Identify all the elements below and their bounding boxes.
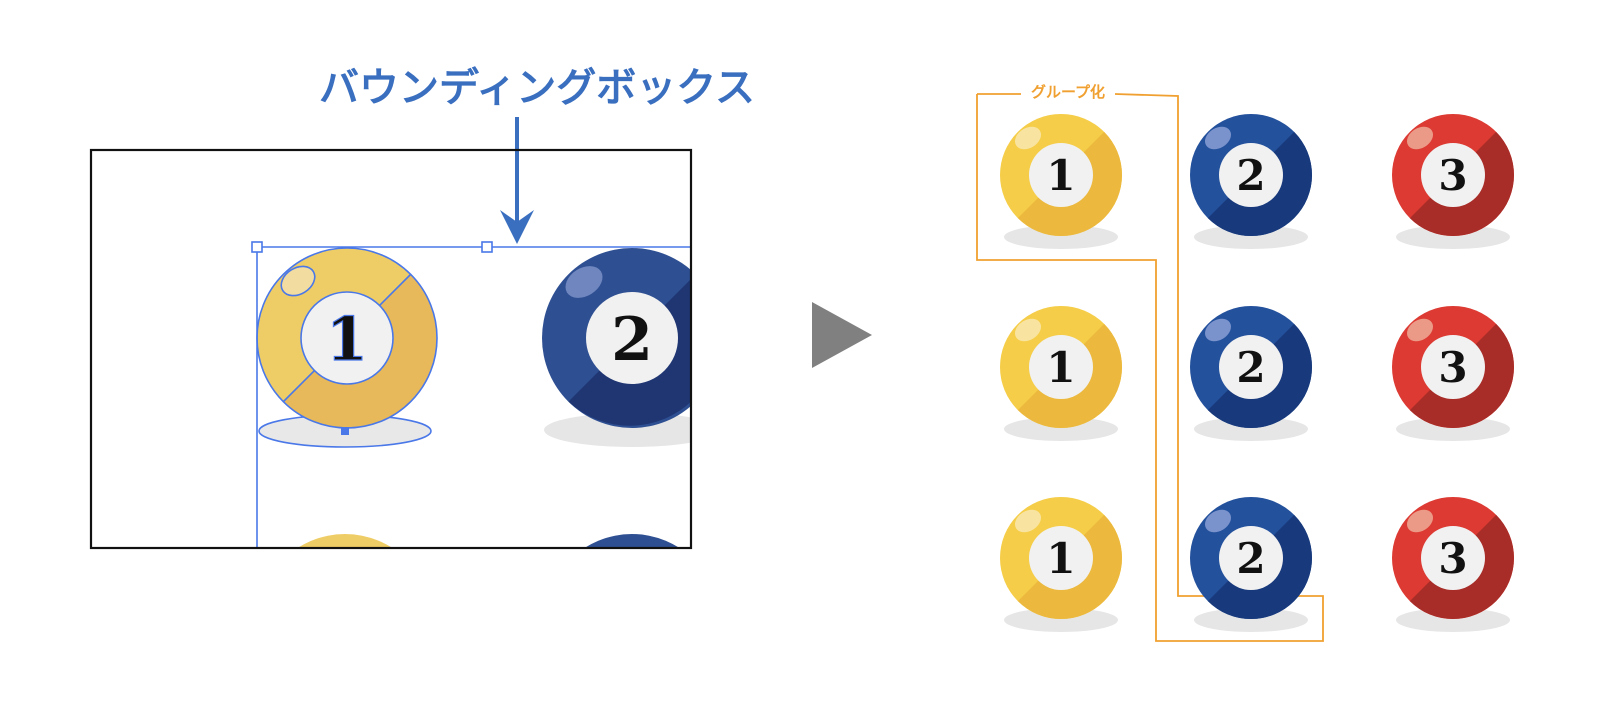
ball-shadow bbox=[1194, 417, 1308, 441]
ball-highlight bbox=[1204, 126, 1232, 150]
ball-highlight bbox=[1204, 318, 1232, 342]
ball-highlight bbox=[1204, 509, 1232, 533]
ball-number-disc bbox=[1029, 143, 1093, 207]
ball-shadow bbox=[1396, 225, 1510, 249]
ball-2[interactable]: 2 bbox=[1190, 306, 1312, 441]
ball-number-disc bbox=[1219, 143, 1283, 207]
zoom-frame bbox=[89, 148, 693, 550]
ball-number-disc bbox=[1421, 526, 1485, 590]
ball-number-disc bbox=[1029, 335, 1093, 399]
neighbor-ball-number: 2 bbox=[611, 305, 653, 375]
ball-number-disc bbox=[1029, 526, 1093, 590]
ball-number: 3 bbox=[1438, 151, 1467, 200]
ball-shadow bbox=[1194, 608, 1308, 632]
arrow-down-icon bbox=[500, 117, 534, 244]
group-outline: グループ化 bbox=[976, 83, 1324, 642]
play-triangle-icon bbox=[812, 302, 872, 368]
ball-3[interactable]: 3 bbox=[1392, 497, 1514, 632]
ball-1[interactable]: 1 bbox=[1000, 114, 1122, 249]
ball-number: 3 bbox=[1438, 534, 1467, 583]
bounding-box bbox=[256, 246, 691, 548]
ball-1[interactable]: 1 bbox=[1000, 306, 1122, 441]
ball-highlight bbox=[1014, 126, 1042, 150]
ball-shadow bbox=[1004, 608, 1118, 632]
partial-ball-blue bbox=[584, 534, 680, 548]
ball-grid: 1 1 1 2 2 2 3 3 3 bbox=[1000, 114, 1514, 632]
ball-highlight bbox=[1014, 509, 1042, 533]
ball-number-disc bbox=[1421, 143, 1485, 207]
partial-ball-yellow bbox=[297, 534, 393, 548]
ball-shadow bbox=[1004, 225, 1118, 249]
ball-2[interactable]: 2 bbox=[1190, 497, 1312, 632]
anchor-point[interactable] bbox=[341, 427, 349, 435]
ball-number-disc bbox=[1219, 526, 1283, 590]
neighbor-ball-2: 2 bbox=[542, 248, 691, 428]
bounding-box-label: バウンディングボックス bbox=[319, 65, 755, 111]
ball-number: 3 bbox=[1438, 343, 1467, 392]
ball-shadow bbox=[1396, 608, 1510, 632]
ball-3[interactable]: 3 bbox=[1392, 306, 1514, 441]
ball-number-disc bbox=[1219, 335, 1283, 399]
bbox-handle-top-left[interactable] bbox=[251, 241, 263, 253]
ball-highlight bbox=[1406, 509, 1434, 533]
group-label: グループ化 bbox=[1031, 83, 1105, 101]
ball-highlight bbox=[1406, 318, 1434, 342]
ball-shadow bbox=[1004, 417, 1118, 441]
ball-highlight bbox=[1406, 126, 1434, 150]
selected-ball-1[interactable]: 1 bbox=[256, 247, 438, 429]
zoom-panel: 1 2 bbox=[89, 148, 693, 550]
ball-1[interactable]: 1 bbox=[1000, 497, 1122, 632]
ball-2[interactable]: 2 bbox=[1190, 114, 1312, 249]
ball-number: 1 bbox=[1046, 534, 1075, 583]
bbox-handle-top-middle[interactable] bbox=[481, 241, 493, 253]
ball-number-disc bbox=[1421, 335, 1485, 399]
ball-number: 2 bbox=[1236, 534, 1265, 583]
selected-ball-number: 1 bbox=[326, 305, 368, 375]
ball-number: 2 bbox=[1236, 151, 1265, 200]
ball-highlight bbox=[1014, 318, 1042, 342]
ball-number: 2 bbox=[1236, 343, 1265, 392]
ball-3[interactable]: 3 bbox=[1392, 114, 1514, 249]
ball-shadow bbox=[1194, 225, 1308, 249]
ball-shadow bbox=[1396, 417, 1510, 441]
ball-number: 1 bbox=[1046, 151, 1075, 200]
ball-number: 1 bbox=[1046, 343, 1075, 392]
